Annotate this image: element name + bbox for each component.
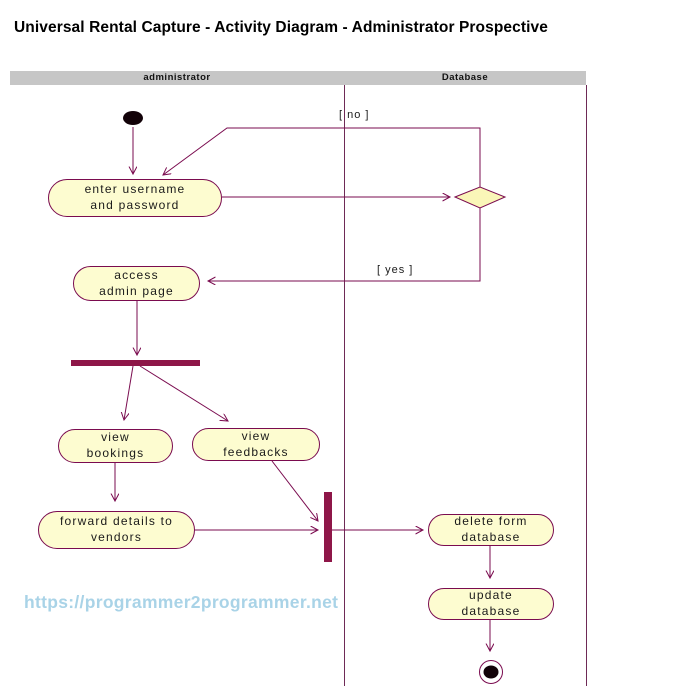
- final-node-dot: [483, 665, 499, 679]
- activity-delete-form-database: delete form database: [428, 514, 554, 546]
- watermark-url: https://programmer2programmer.net: [24, 592, 339, 612]
- swimlane-separator: [344, 85, 345, 686]
- flow-fork-to-view-feedbacks: [139, 365, 228, 421]
- swimlane-header: administrator Database: [10, 71, 586, 85]
- initial-node: [123, 111, 143, 125]
- activity-access-admin-page: access admin page: [73, 266, 200, 301]
- activity-update-database: update database: [428, 588, 554, 620]
- lane-label-database: Database: [441, 72, 489, 83]
- flow-fork-to-view-bookings: [124, 365, 134, 420]
- activity-view-feedbacks: view feedbacks: [192, 428, 320, 461]
- flow-yes-branch: [208, 208, 481, 281]
- activity-forward-details-vendors: forward details to vendors: [38, 511, 195, 549]
- activity-view-bookings: view bookings: [58, 429, 173, 463]
- final-node: [479, 660, 503, 684]
- join-bar: [324, 492, 332, 562]
- activity-enter-username-password: enter username and password: [48, 179, 222, 217]
- decision-diamond: [453, 186, 507, 209]
- guard-label-no: [ no ]: [339, 109, 370, 121]
- page-title: Universal Rental Capture - Activity Diag…: [14, 19, 548, 36]
- guard-label-yes: [ yes ]: [377, 264, 414, 276]
- flow-no-branch: [163, 127, 481, 187]
- flow-feedbacks-to-join: [271, 460, 318, 521]
- fork-bar: [71, 360, 200, 366]
- diagram-right-border: [586, 85, 587, 686]
- lane-label-administrator: administrator: [143, 72, 211, 83]
